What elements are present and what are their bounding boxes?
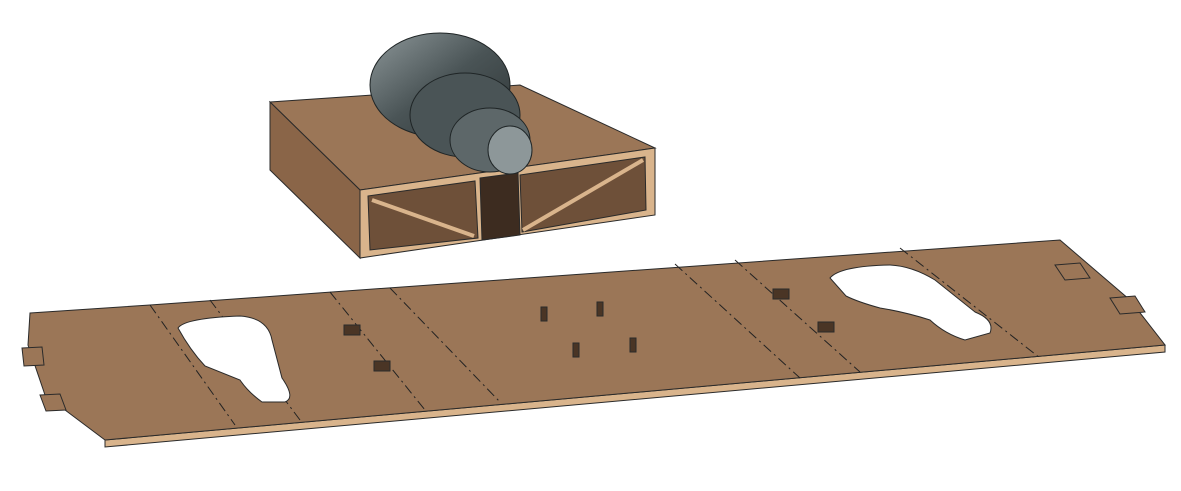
left-tab <box>39 393 67 412</box>
slots <box>343 288 835 372</box>
cylindrical-part <box>369 32 533 175</box>
tray-opening-left <box>367 180 479 251</box>
center-slot <box>479 172 521 241</box>
keyhole-cutout <box>829 264 992 341</box>
brace <box>521 158 645 232</box>
keyhole-cutout <box>177 315 291 403</box>
right-tab <box>1109 295 1146 315</box>
cylinder-end-face <box>487 125 533 175</box>
brace <box>371 198 475 238</box>
left-tab <box>21 346 45 367</box>
right-tab <box>1054 262 1091 281</box>
flat-cardboard-blank <box>21 239 1166 448</box>
